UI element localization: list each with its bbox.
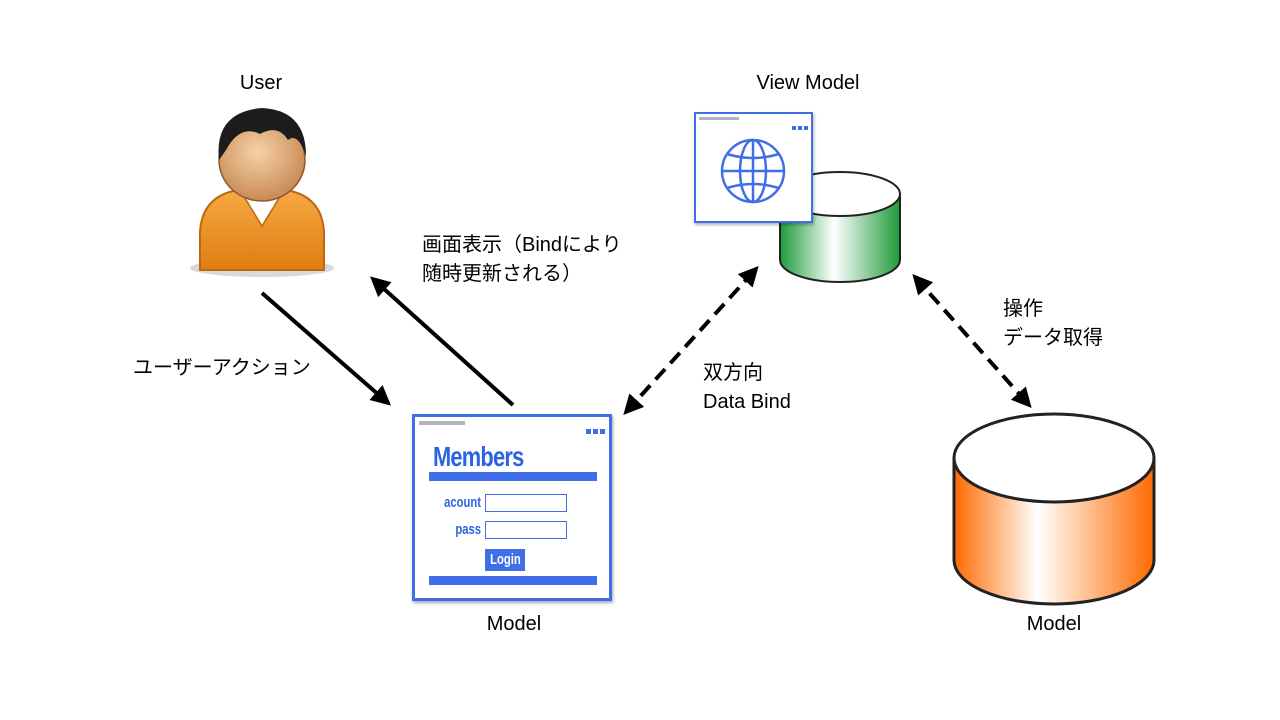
divider-bottom (429, 576, 597, 585)
user-label: User (239, 72, 283, 94)
model-database-icon (952, 412, 1156, 606)
window-controls (584, 421, 605, 439)
login-button[interactable]: Login (485, 549, 525, 571)
operation-arrow (912, 274, 1032, 408)
binding-edge-label-line1: 双方向 (703, 362, 763, 384)
user-action-arrow (260, 291, 392, 406)
window-titlebar (419, 421, 465, 425)
operation-edge-label-line1: 操作 (1003, 298, 1043, 320)
members-login-window: Members acount pass Login (412, 414, 612, 601)
window-controls (790, 117, 808, 135)
account-label: acount (444, 494, 481, 511)
divider-top (429, 472, 597, 481)
operation-edge-label-line2: データ取得 (1003, 327, 1103, 349)
pass-field[interactable] (485, 521, 567, 539)
binding-edge-label-line2: Data Bind (703, 391, 791, 413)
window-titlebar (699, 117, 739, 120)
display-edge-label-line1: 画面表示（Bindにより (422, 234, 622, 256)
data-bind-arrow (623, 266, 759, 415)
account-field[interactable] (485, 494, 567, 512)
model-view-label: Model (486, 613, 542, 635)
view-model-label: View Model (756, 72, 860, 94)
login-button-label: Login (490, 551, 521, 568)
pass-label: pass (455, 521, 481, 538)
display-arrow (370, 276, 515, 407)
members-title: Members (433, 441, 524, 472)
globe-icon-overlay (720, 138, 786, 204)
model-db-label: Model (1026, 613, 1082, 635)
action-edge-label: ユーザーアクション (133, 357, 311, 379)
user-avatar-icon (190, 108, 334, 277)
display-edge-label-line2: 随時更新される） (422, 263, 582, 285)
